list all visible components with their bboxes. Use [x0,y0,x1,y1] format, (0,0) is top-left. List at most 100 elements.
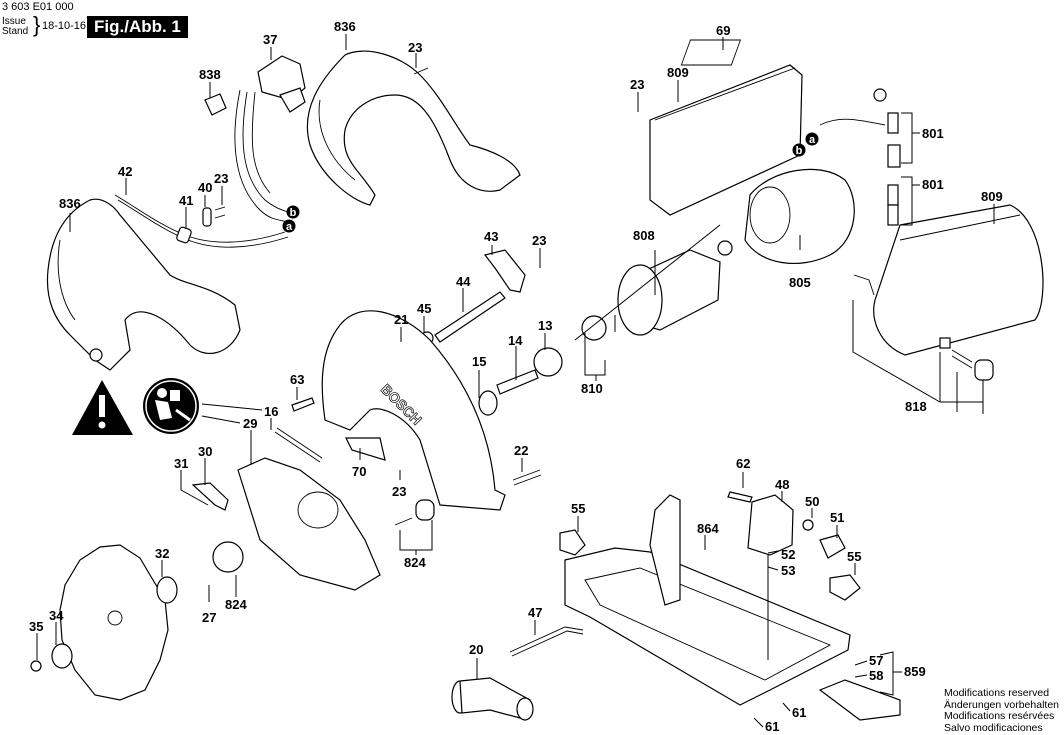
part-handle-top [306,50,521,206]
part-bolt-35 [30,660,42,672]
part-lever-30 [191,482,229,511]
part-brush-holders [819,88,910,245]
label-42: 42 [118,164,132,179]
label-29: 29 [243,416,257,431]
label-836: 836 [59,196,81,211]
connector-tag-a-left: a [282,219,296,233]
label-22: 22 [514,443,528,458]
label-818: 818 [905,399,927,414]
note-line: Modifications resérvées [944,710,1055,722]
label-14: 14 [508,333,523,348]
label-70: 70 [352,464,366,479]
label-47: 47 [528,605,542,620]
note-line: Modifications reserved [944,687,1050,699]
leader-lines [36,34,995,728]
label-809: 809 [981,189,1003,204]
part-spacer [415,499,435,521]
label-52: 52 [781,547,795,562]
brace: } [33,12,41,37]
label-859: 859 [904,664,926,679]
arrow-to-16 [201,403,263,411]
label-824: 824 [404,555,426,570]
issue-label: Issue Stand [2,17,28,37]
label-836: 836 [334,19,356,34]
part-lower-guard [237,457,381,591]
document-number: 3 603 E01 000 [2,1,74,13]
label-864: 864 [697,521,719,536]
part-lever [483,249,526,293]
label-50: 50 [805,494,819,509]
figure-label: Fig./Abb. 1 [87,16,188,38]
label-805: 805 [789,275,811,290]
note-line: Salvo modificaciones [944,721,1043,734]
part-switch [204,55,306,116]
label-23: 23 [630,77,644,92]
part-dust-nozzle [451,677,534,721]
part-armature [581,240,733,341]
label-34: 34 [49,608,64,623]
label-21: 21 [394,312,408,327]
label-55: 55 [847,549,861,564]
part-parallel-guide [818,679,901,721]
part-bevel-bracket [747,494,794,556]
label-45: 45 [417,301,431,316]
part-clamp-flange [51,643,73,669]
label-13: 13 [538,318,552,333]
part-pin [512,469,542,486]
svg-text:b: b [290,207,297,219]
part-spindle [496,369,539,395]
part-labels: 836 37 838 23 42 41 40 23 836 69 809 23 … [29,19,1003,734]
stand-text: Stand [2,26,29,37]
label-44: 44 [456,274,471,289]
label-35: 35 [29,619,43,634]
part-bolt-62 [727,491,753,503]
label-23: 23 [214,171,228,186]
label-801: 801 [922,177,944,192]
part-ring [212,541,244,573]
label-37: 37 [263,32,277,47]
part-knob-51 [819,534,846,559]
part-base-plate [564,494,851,706]
part-knob-55-right [829,574,861,601]
read-manual-icon [143,378,199,434]
label-15: 15 [472,354,486,369]
part-gear-housing [873,204,1044,356]
part-gear [533,347,563,377]
label-23: 23 [392,484,406,499]
label-16: 16 [264,404,278,419]
label-41: 41 [179,193,193,208]
part-wires [234,89,289,223]
modification-notes: Modifications reserved Änderungen vorbeh… [944,687,1060,734]
label-62: 62 [736,456,750,471]
note-line: Änderungen vorbehalten [944,698,1060,711]
part-screw [394,517,413,526]
part-saw-blade [59,544,169,701]
label-23: 23 [408,40,422,55]
part-bolt [291,397,315,412]
arrow-to-29 [201,415,241,424]
issue-date: 18-10-16 [42,20,87,32]
label-23: 23 [532,233,546,248]
connector-tag-b-left: b [286,205,300,219]
label-824: 824 [225,597,247,612]
part-sticker [345,437,386,461]
connector-tag-b-right: b [792,143,806,157]
label-43: 43 [484,229,498,244]
part-rear-handle [46,198,241,371]
part-blade-guard: BOSCH [321,310,506,511]
part-stator [744,168,855,265]
label-810: 810 [581,381,603,396]
label-48: 48 [775,477,789,492]
label-27: 27 [202,610,216,625]
part-shaft [434,291,506,343]
label-20: 20 [469,642,483,657]
label-838: 838 [199,67,221,82]
label-51: 51 [830,510,844,525]
connector-tag-a-right: a [805,132,819,146]
part-knob-55-left [559,529,586,556]
label-53: 53 [781,563,795,578]
label-57: 57 [869,653,883,668]
label-30: 30 [198,444,212,459]
part-bearing [478,390,498,416]
